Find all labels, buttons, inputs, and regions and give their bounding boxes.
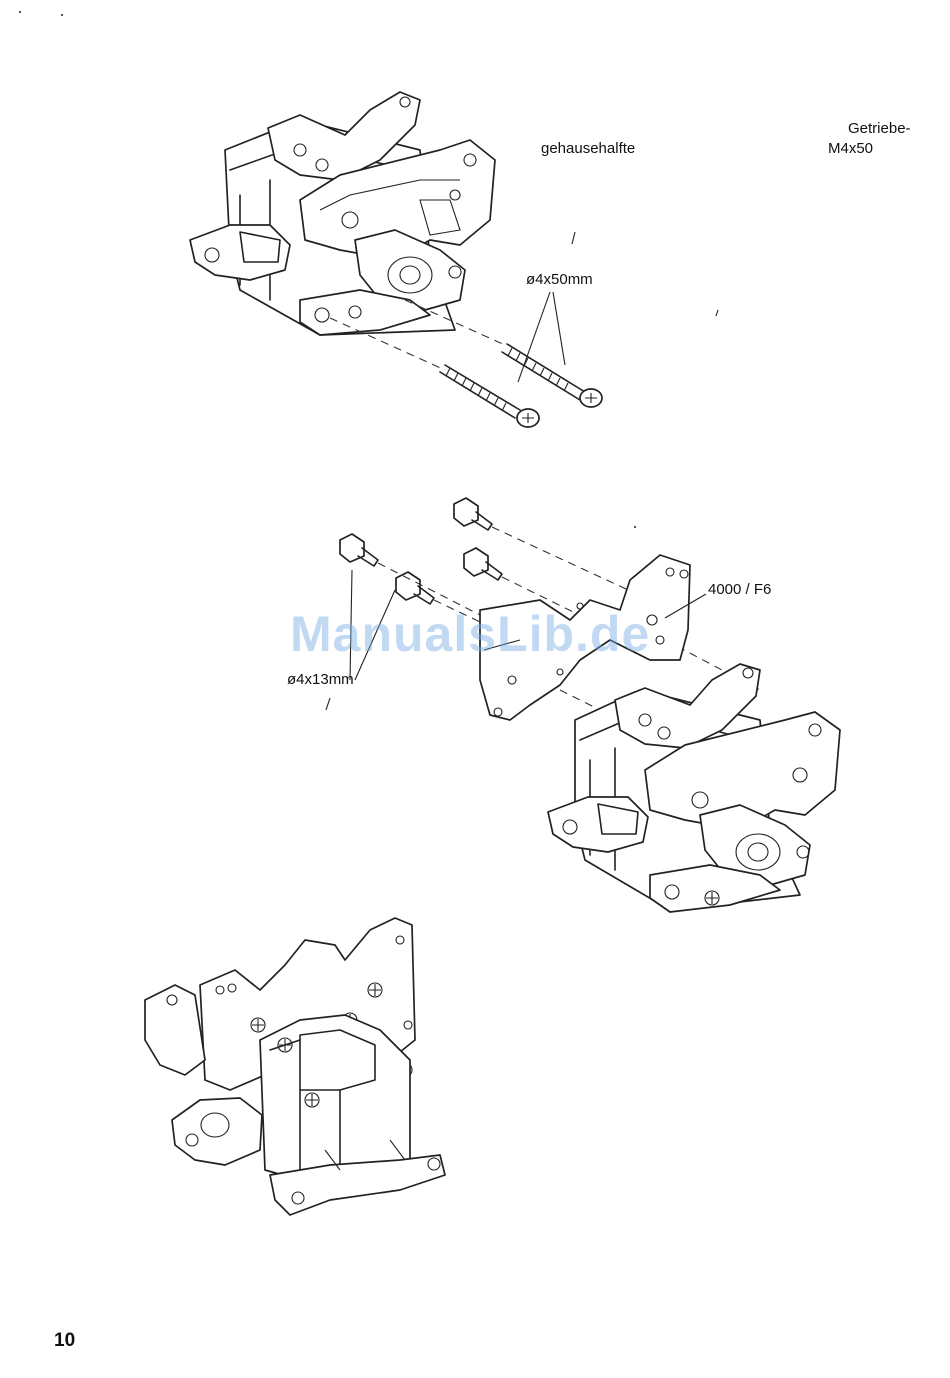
screw-short-4 [464,548,502,580]
label-plate-part: 4000 / F6 [708,581,771,599]
leader-line [716,310,718,316]
gearbox-assembled-bottom [145,918,445,1215]
screw-long-2 [502,344,602,407]
screw-short-1 [340,534,378,566]
gearbox-housing-top [190,92,495,335]
watermark: ManualsLib.de [290,605,650,663]
leader-line [326,698,330,710]
label-getriebe: Getriebe- [848,120,911,138]
label-screw-short: ø4x13mm [287,671,354,689]
leader-line [572,232,575,244]
leader-line [518,292,565,382]
label-screw-long: ø4x50mm [526,271,593,289]
screw-long-1 [440,365,539,427]
screw-short-3 [454,498,492,530]
label-gehausehalfte: gehausehalfte [541,140,635,158]
page-number: 10 [54,1330,75,1352]
label-m4x50: M4x50 [828,140,873,158]
gearbox-housing-middle [548,664,840,912]
